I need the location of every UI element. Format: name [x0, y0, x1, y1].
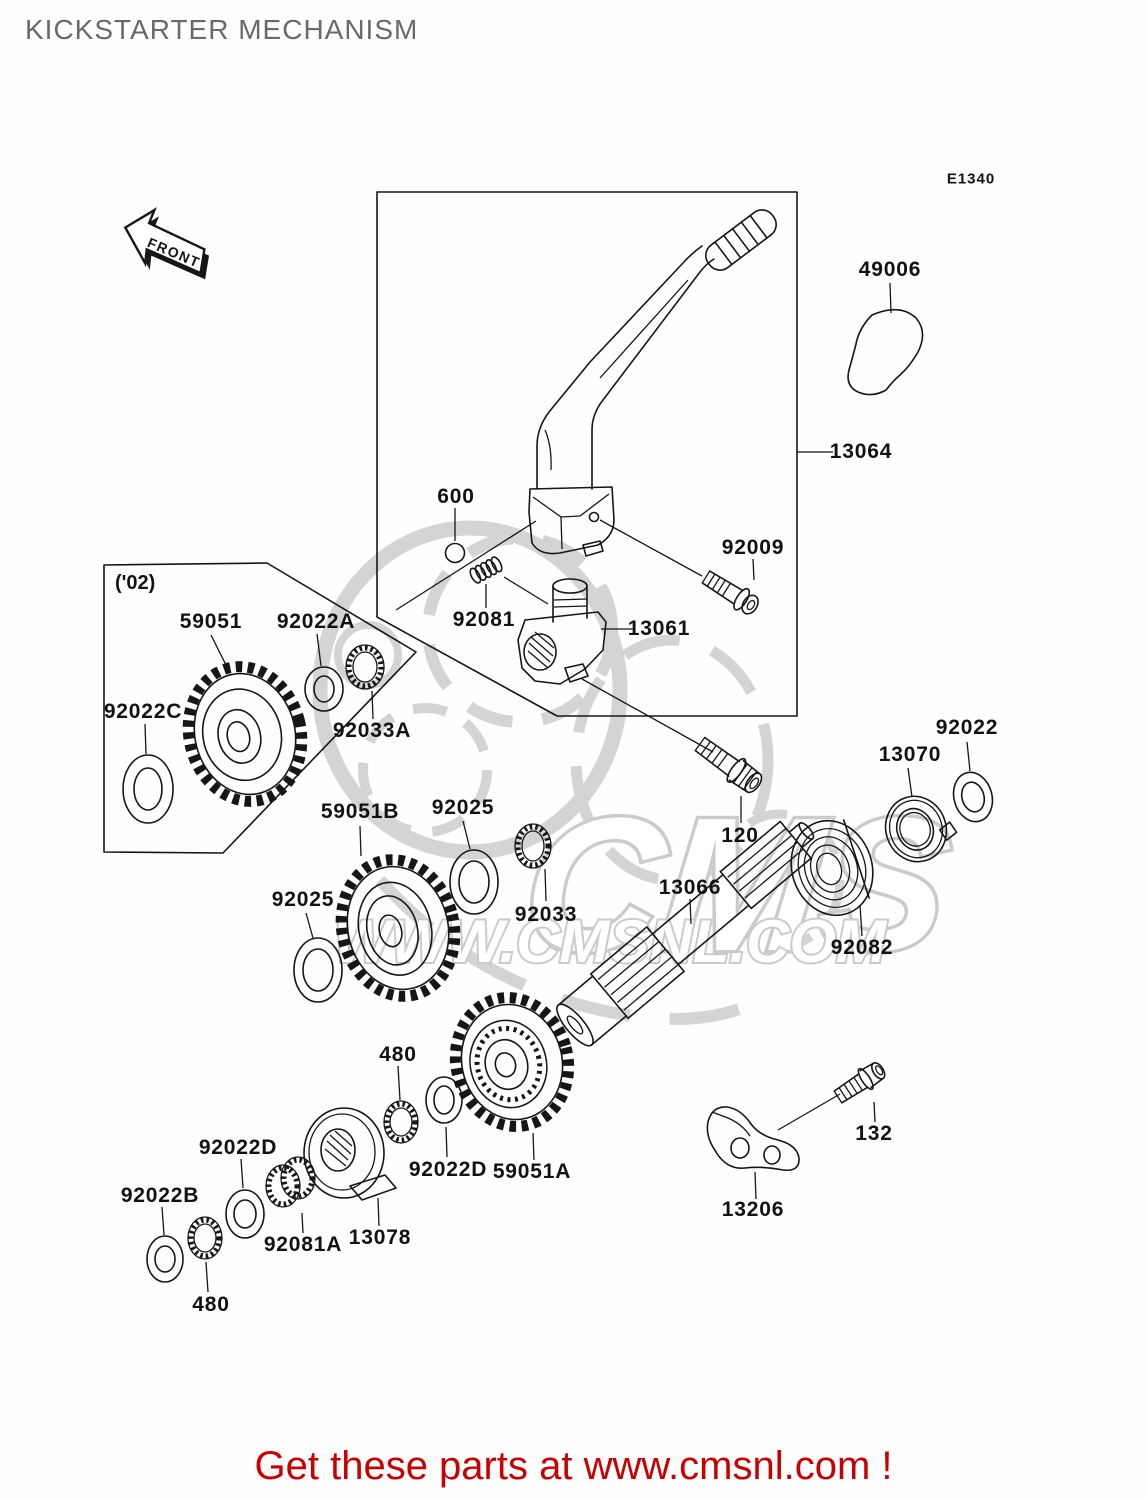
part-label-92022D-right: 92022D	[408, 1158, 488, 1181]
part-label-92022D-left: 92022D	[198, 1136, 278, 1159]
bolt-92009-drawing	[701, 570, 759, 615]
part-label-92022A: 92022A	[276, 610, 356, 633]
part-label-92022C: 92022C	[103, 700, 183, 723]
washer-92022D-right-drawing	[425, 1076, 463, 1158]
pedal-rubber-drawing	[847, 282, 924, 396]
part-label-59051B: 59051B	[320, 800, 400, 823]
variant-note: ('02)	[115, 572, 156, 594]
part-label-600: 600	[437, 485, 475, 508]
shaft-13066-drawing	[556, 820, 815, 1047]
kick-lever-callout-box	[376, 191, 798, 717]
bolt-120-drawing	[694, 736, 763, 794]
part-label-132: 132	[855, 1122, 893, 1145]
part-label-92033: 92033	[514, 903, 578, 926]
spring-92081-drawing	[469, 556, 549, 608]
springs-92081A-drawing	[265, 1156, 316, 1234]
variant-02-callout-box	[103, 562, 417, 854]
spring-guide-92082-drawing	[790, 819, 874, 917]
ball-600-drawing	[444, 508, 466, 564]
footer-shop-link[interactable]: Get these parts at www.cmsnl.com !	[254, 1444, 893, 1488]
part-label-92081A: 92081A	[263, 1233, 343, 1256]
gear-59051-drawing	[182, 661, 308, 807]
part-label-92025-left: 92025	[271, 888, 335, 911]
part-label-92082: 92082	[830, 936, 894, 959]
front-arrow-icon: FRONT	[123, 207, 210, 280]
part-label-13078: 13078	[348, 1226, 412, 1249]
washer-92022B-drawing	[146, 1206, 184, 1283]
kick-lever-drawing	[528, 209, 777, 557]
part-label-92022B: 92022B	[120, 1184, 200, 1207]
part-label-59051: 59051	[179, 610, 243, 633]
ratchet-13061-drawing	[517, 578, 633, 685]
part-label-92022: 92022	[935, 716, 999, 739]
washer-92022A-drawing	[304, 633, 344, 712]
part-label-92025-top: 92025	[431, 796, 495, 819]
washer-92025-left-drawing	[293, 912, 343, 1003]
bolt-132-drawing	[833, 1062, 886, 1104]
snap-ring-480-bottom-drawing	[187, 1216, 223, 1293]
part-label-13061: 13061	[627, 617, 691, 640]
watermark-logo-text: CMS	[515, 779, 959, 990]
diagram-code: E1340	[946, 170, 996, 188]
part-label-13066: 13066	[658, 876, 722, 899]
washer-92022C-drawing	[122, 723, 174, 824]
snap-ring-92033-drawing	[514, 823, 552, 902]
page-title: KICKSTARTER MECHANISM	[25, 14, 419, 45]
watermark-site-text: WWW.CMSNL.COM	[334, 908, 888, 975]
part-label-59051A: 59051A	[492, 1160, 572, 1183]
snap-ring-92033A-drawing	[345, 644, 385, 720]
part-label-92009: 92009	[721, 536, 785, 559]
part-label-480-top: 480	[379, 1043, 417, 1066]
part-label-13070: 13070	[878, 743, 942, 766]
ratchet-guide-13070-drawing	[884, 795, 958, 863]
part-label-120: 120	[721, 824, 759, 847]
gear-59051A-drawing	[449, 992, 575, 1132]
snap-ring-480-top-drawing	[383, 1065, 419, 1144]
ratchet-gear-13078-drawing	[303, 1107, 397, 1227]
part-label-13206: 13206	[721, 1198, 785, 1221]
washer-92025-top-drawing	[449, 820, 499, 915]
part-label-13064: 13064	[829, 440, 893, 463]
gear-59051B-drawing	[335, 854, 461, 1002]
stopper-lever-13206-drawing	[706, 1106, 800, 1200]
washer-92022D-left-drawing	[225, 1158, 265, 1239]
part-label-49006: 49006	[858, 258, 922, 281]
part-label-480-bottom: 480	[192, 1293, 230, 1316]
part-label-92081: 92081	[452, 608, 516, 631]
washer-92022-drawing	[952, 771, 994, 823]
cms-watermark-graphic: CMS WWW.CMSNL.COM	[312, 520, 963, 1025]
part-label-92033A: 92033A	[332, 719, 412, 742]
